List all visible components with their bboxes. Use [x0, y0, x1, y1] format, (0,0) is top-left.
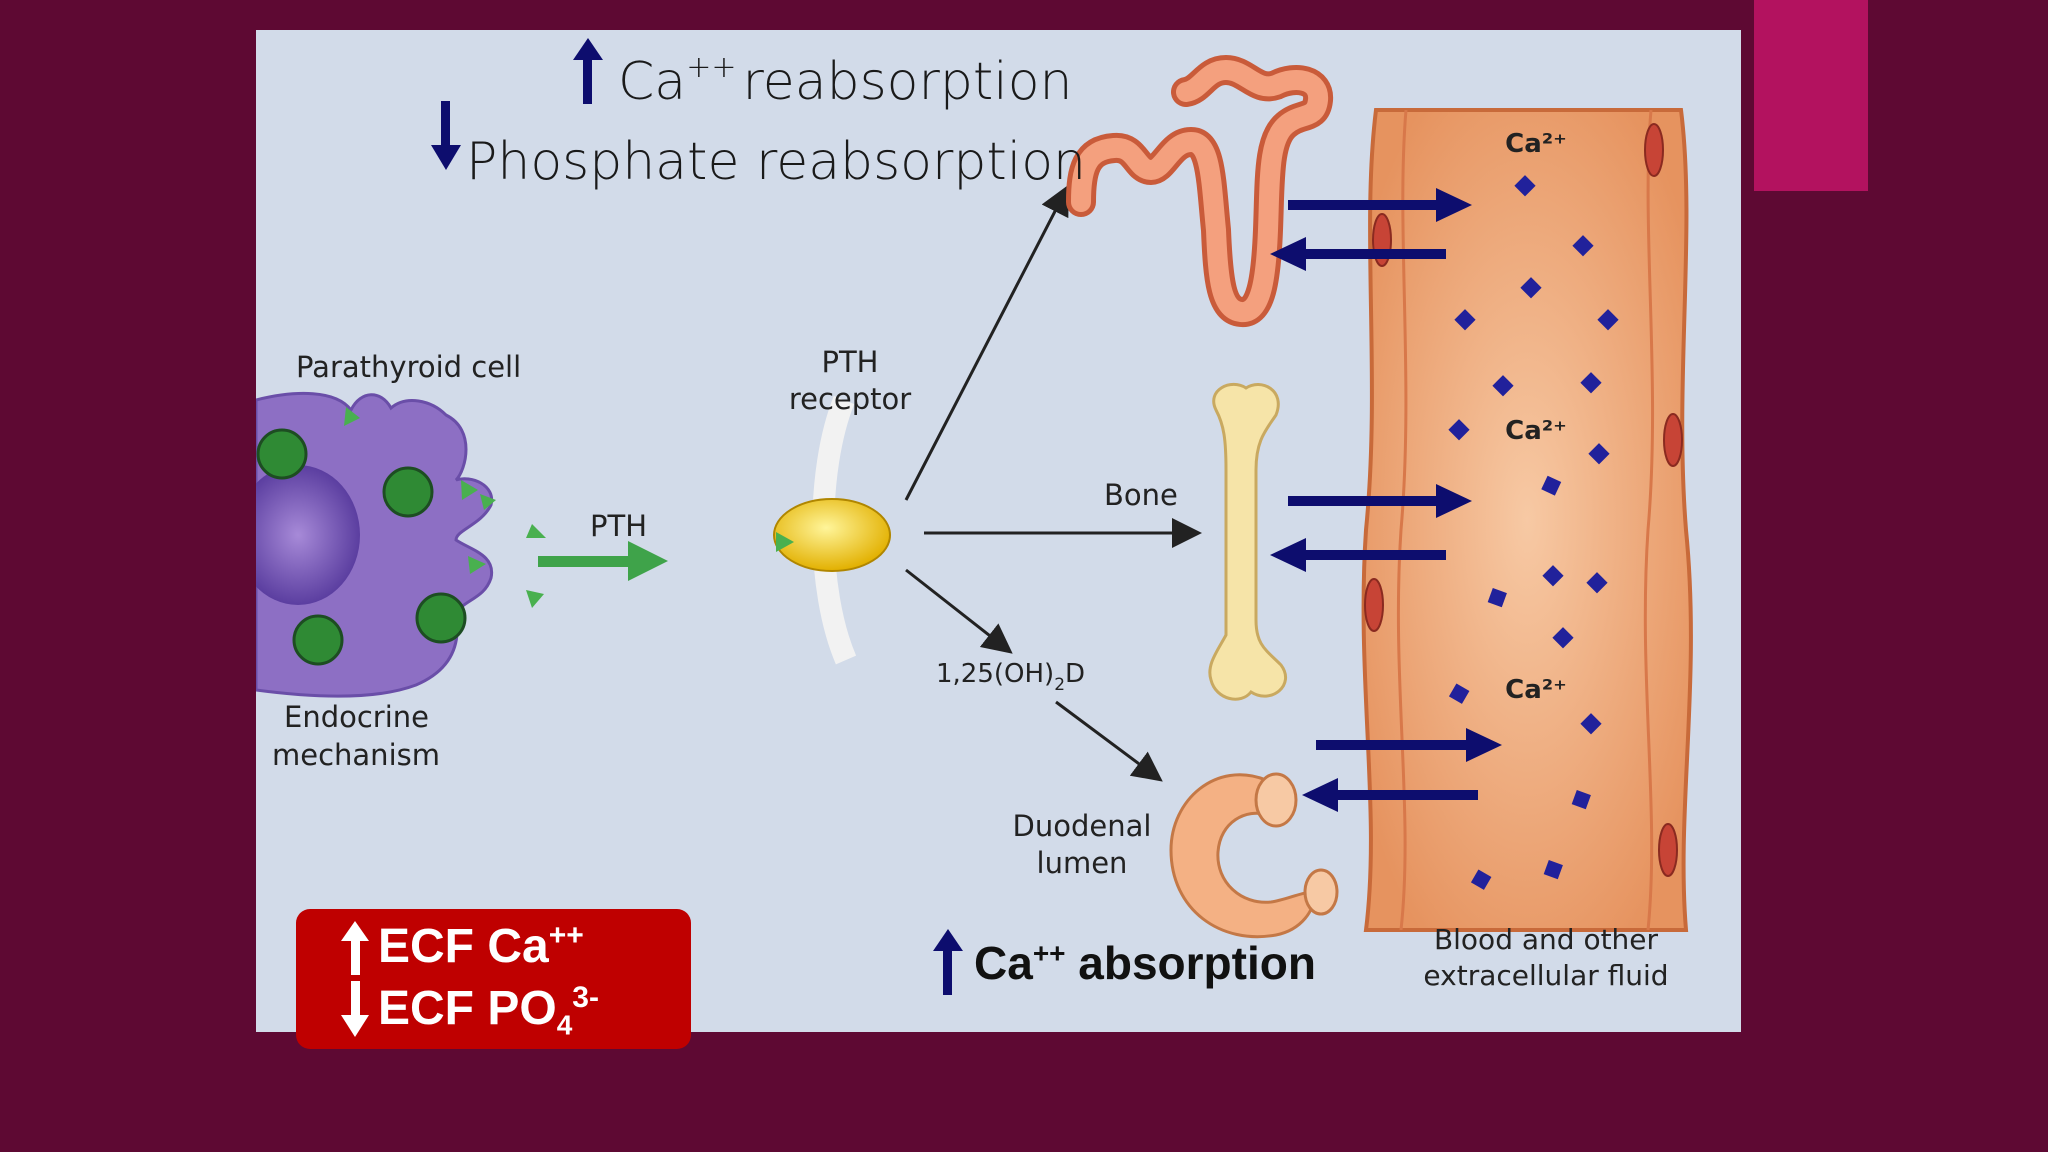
pth-receptor-label-line2: receptor	[789, 382, 911, 416]
ecf-summary-box: ECF Ca++ ECF PO43-	[296, 909, 691, 1049]
ca-ion-label-1: Ca²⁺	[1505, 129, 1567, 159]
ecf-ca-label: ECF Ca++	[378, 919, 584, 973]
ecf-arrows	[341, 921, 369, 1037]
blood-label-line1: Blood and other	[1434, 923, 1659, 956]
endocrine-label-line2: mechanism	[272, 738, 440, 772]
pathway-arrows	[904, 184, 1202, 782]
blood-label-line2: extracellular fluid	[1423, 959, 1668, 992]
kidney-nephron	[1066, 54, 1333, 327]
slide-accent-bar	[1754, 0, 1868, 191]
ecf-po4-label: ECF PO43-	[378, 981, 599, 1041]
pth-receptor	[773, 395, 891, 665]
ca-absorption-label: Ca++ absorption	[974, 937, 1316, 989]
parathyroid-cell-label: Parathyroid cell	[296, 350, 521, 384]
down-arrow-icon	[351, 981, 360, 1021]
ca-ion-label-2: Ca²⁺	[1505, 416, 1567, 446]
secretory-granules	[256, 428, 467, 666]
endocrine-label-line1: Endocrine	[284, 700, 429, 734]
parathyroid-cell	[256, 392, 546, 698]
blood-vessel	[1361, 108, 1693, 932]
up-arrow-icon	[351, 935, 360, 975]
pth-diagram-panel: Parathyroid cell Endocrine mechanism PTH…	[256, 30, 1741, 1032]
pth-label: PTH	[590, 509, 647, 543]
ca-reabsorption-label: Ca++reabsorption	[618, 49, 1073, 112]
duodenal-label-line2: lumen	[1037, 846, 1128, 880]
phosphate-reabsorption-label: Phosphate reabsorption	[466, 132, 1086, 192]
vitamin-d-label: 1,25(OH)2D	[936, 659, 1085, 695]
duodenum	[1169, 772, 1339, 939]
pth-receptor-label-line1: PTH	[821, 345, 878, 379]
pth-diagram: Parathyroid cell Endocrine mechanism PTH…	[256, 38, 1693, 995]
exchange-arrows	[1270, 188, 1502, 812]
pth-arrow	[538, 541, 668, 581]
ca-ion-label-3: Ca²⁺	[1505, 675, 1567, 705]
bone	[1208, 382, 1288, 701]
bone-label: Bone	[1104, 478, 1178, 512]
top-label-arrows	[431, 38, 963, 995]
duodenal-label-line1: Duodenal	[1013, 809, 1152, 843]
